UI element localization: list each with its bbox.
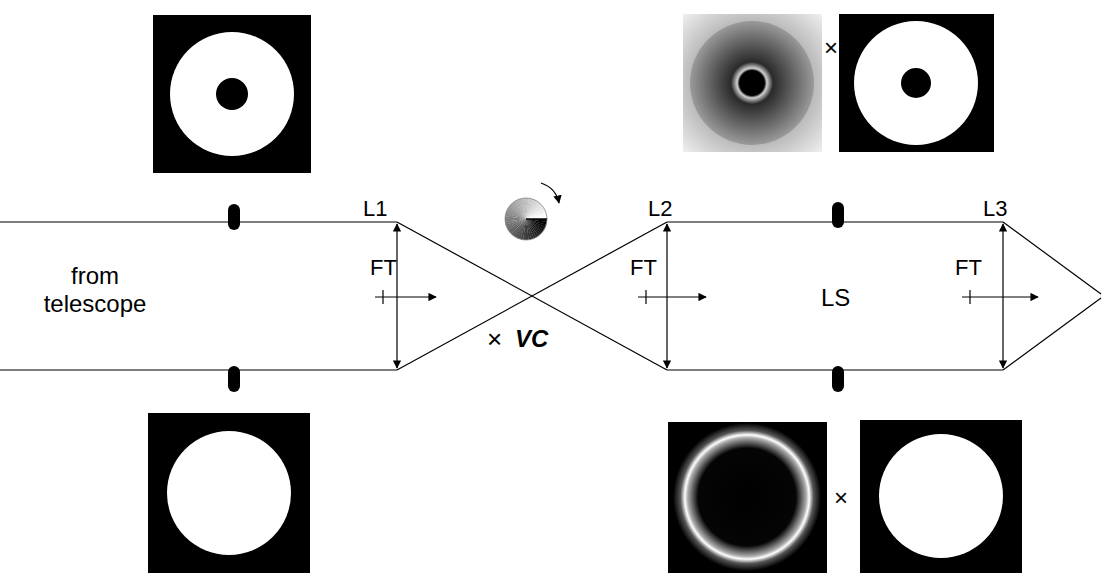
input-label: from telescope bbox=[30, 262, 160, 317]
phase-image bbox=[683, 14, 822, 152]
lens-label: L3 bbox=[983, 196, 1007, 221]
vortex-outline bbox=[505, 198, 547, 240]
ft-label: FT bbox=[370, 255, 397, 280]
lens-symbol bbox=[397, 224, 1003, 368]
vortex-wedge bbox=[526, 219, 531, 240]
vortex-label: VC bbox=[515, 325, 548, 353]
vortex-wedge bbox=[521, 198, 526, 219]
stop-symbol bbox=[228, 202, 844, 392]
lens-label: L2 bbox=[648, 196, 672, 221]
lyot-stop-image bbox=[839, 14, 994, 152]
ft-label: FT bbox=[955, 255, 982, 280]
ft-label: FT bbox=[630, 255, 657, 280]
lyot-stop-label: LS bbox=[821, 284, 850, 312]
vortex-wedge bbox=[518, 199, 526, 219]
vortex-wedge bbox=[505, 219, 526, 222]
vortex-discontinuity bbox=[526, 218, 547, 220]
vortex-wedge bbox=[526, 219, 534, 239]
vortex-wedge bbox=[526, 216, 547, 219]
ring-image bbox=[668, 422, 827, 573]
pupil-image bbox=[153, 15, 311, 173]
multiply-sign: × bbox=[834, 484, 848, 512]
light-beam bbox=[0, 222, 1101, 370]
vortex-wedge bbox=[526, 214, 547, 219]
multiply-sign: × bbox=[487, 325, 502, 355]
lens-label: L1 bbox=[363, 196, 387, 221]
fourier-arrow bbox=[375, 290, 1038, 304]
vortex-wedge bbox=[506, 219, 526, 227]
vortex-wedge bbox=[523, 198, 526, 219]
vortex-wedge bbox=[505, 219, 526, 224]
vortex-wedge bbox=[526, 211, 546, 219]
vortex-mask-icon bbox=[505, 198, 547, 240]
multiply-sign: × bbox=[824, 34, 838, 62]
lyot-stop-image bbox=[860, 420, 1022, 573]
vortex-wedge bbox=[526, 219, 529, 240]
rotation-arrow bbox=[541, 183, 559, 203]
pupil-image bbox=[148, 413, 310, 573]
